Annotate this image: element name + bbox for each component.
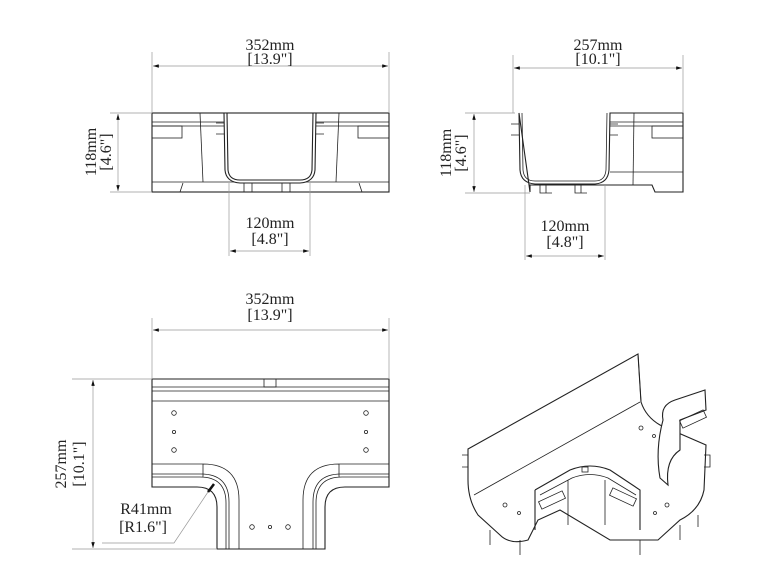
front-width-mm: 352mm [246,37,295,54]
radius-mm: R41mm [120,501,172,518]
side-channel-in: [4.8"] [546,234,583,251]
top-view-body [151,378,390,550]
front-view: 352mm [13.9"] 118mm [4.6"] 120mm [4.8"] [83,37,390,256]
isometric-view [462,353,711,555]
front-width-in: [13.9"] [247,51,292,68]
front-height-mm: 118mm [83,127,100,176]
side-channel-mm: 120mm [541,218,590,235]
side-height-mm: 118mm [438,128,455,177]
top-depth-in: [10.1"] [71,441,88,486]
side-height-in: [4.6"] [453,134,470,171]
top-view: 352mm [13.9"] 257mm [10.1"] R41mm [R1.6"… [53,291,390,550]
front-channel-mm: 120mm [246,215,295,232]
top-width-mm: 352mm [246,291,295,308]
top-depth-mm: 257mm [53,439,70,488]
top-width-in: [13.9"] [247,307,292,324]
radius-in: [R1.6"] [119,519,167,536]
front-view-body [151,112,390,193]
side-view: 257mm [10.1"] 118mm [4.6"] 120mm [4.8"] [438,37,684,260]
side-width-mm: 257mm [574,37,623,54]
front-height-in: [4.6"] [98,133,115,170]
side-width-in: [10.1"] [575,51,620,68]
side-view-body [511,112,684,194]
front-channel-in: [4.8"] [251,231,288,248]
